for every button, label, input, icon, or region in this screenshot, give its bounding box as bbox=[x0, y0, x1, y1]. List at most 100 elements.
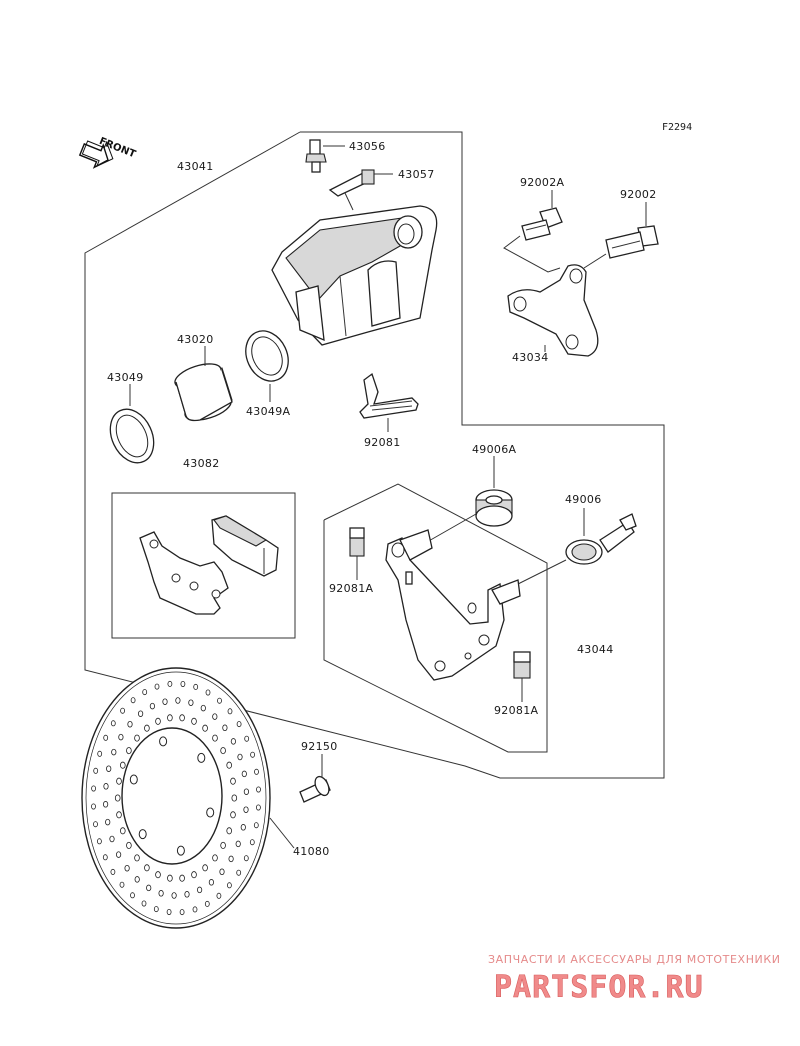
disc-hole bbox=[124, 864, 130, 872]
pad-retainer-92081A-upper bbox=[349, 527, 365, 557]
label-92081: 92081 bbox=[364, 436, 401, 449]
disc-hole bbox=[205, 689, 211, 696]
disc-hole bbox=[97, 750, 103, 757]
disc-hole bbox=[134, 734, 140, 742]
disc-hole bbox=[222, 724, 228, 732]
pad-spring-92081 bbox=[359, 372, 419, 419]
disc-hole bbox=[256, 786, 261, 793]
disc-hole bbox=[237, 753, 243, 761]
disc-hole bbox=[255, 804, 261, 811]
disc-hole bbox=[167, 680, 173, 687]
disc-hole bbox=[111, 748, 117, 756]
disc-hole bbox=[162, 698, 168, 705]
disc-hole bbox=[155, 717, 161, 725]
disc-hole bbox=[220, 747, 226, 755]
disc-hole bbox=[253, 822, 259, 829]
watermark-logo: PARTSFOR.RU bbox=[494, 970, 704, 1005]
disc-hole bbox=[227, 708, 233, 715]
leader-43057b bbox=[344, 192, 354, 211]
pad-spring bbox=[328, 169, 375, 197]
disc-hole bbox=[240, 824, 246, 831]
caliper-body bbox=[271, 205, 438, 346]
disc-hole bbox=[91, 803, 96, 810]
label-92002: 92002 bbox=[620, 188, 657, 201]
disc-hole bbox=[167, 714, 173, 722]
disc-hole bbox=[138, 710, 144, 717]
disc-hole bbox=[103, 783, 109, 790]
disc-hole bbox=[144, 724, 150, 732]
disc-hole bbox=[235, 840, 241, 848]
bolt-to-bracket-line bbox=[503, 235, 561, 273]
disc-hole bbox=[212, 734, 218, 742]
disc-hole bbox=[149, 702, 155, 710]
disc-hole bbox=[106, 765, 112, 772]
pad-group-box bbox=[111, 492, 296, 639]
disc-hole bbox=[230, 777, 236, 785]
disc-hole bbox=[154, 683, 160, 690]
disc-hole bbox=[141, 900, 147, 907]
disc-hole bbox=[126, 841, 132, 849]
disc-hole bbox=[188, 699, 194, 706]
disc-hole bbox=[127, 720, 133, 728]
brake-pad-left bbox=[139, 531, 229, 615]
disc-hole bbox=[126, 747, 132, 755]
bracket-group-outline bbox=[323, 483, 548, 753]
disc-hole bbox=[167, 874, 173, 882]
disc-hole bbox=[243, 788, 249, 795]
disc-hole bbox=[97, 838, 102, 845]
disc-hole bbox=[110, 720, 116, 727]
disc-hole bbox=[144, 864, 150, 872]
caliper-piston bbox=[174, 363, 233, 422]
disc-hole bbox=[220, 841, 226, 849]
disc-hole bbox=[146, 884, 152, 892]
diagram-code: F2294 bbox=[662, 122, 692, 133]
disc-hole bbox=[105, 818, 111, 826]
disc-hole bbox=[180, 681, 186, 688]
disc-hole bbox=[114, 794, 121, 802]
leader-41080 bbox=[269, 817, 295, 849]
disc-hole bbox=[230, 811, 236, 819]
disc-hole bbox=[249, 839, 255, 846]
disc-hole bbox=[171, 892, 177, 899]
disc-hole bbox=[158, 890, 164, 897]
label-43057: 43057 bbox=[398, 168, 435, 181]
label-92150: 92150 bbox=[301, 740, 338, 753]
disc-hole bbox=[155, 871, 161, 879]
disc-hole bbox=[212, 713, 218, 720]
disc-hole bbox=[236, 721, 242, 728]
bleeder-valve bbox=[305, 139, 327, 173]
disc-hole bbox=[226, 827, 233, 835]
disc-hole bbox=[116, 777, 122, 785]
slide-pin-49006 bbox=[565, 513, 637, 565]
disc-hole bbox=[243, 855, 249, 862]
bolt-to-bracket-line2 bbox=[583, 253, 607, 269]
label-41080: 41080 bbox=[293, 845, 330, 858]
disc-hole bbox=[153, 906, 159, 913]
disc-hole bbox=[179, 874, 185, 882]
disc-hole bbox=[134, 876, 140, 883]
bolt-92002A bbox=[521, 207, 563, 241]
disc-bolt-hole bbox=[176, 845, 185, 856]
slide-pin-boot-49006A bbox=[475, 489, 513, 527]
disc-hole bbox=[226, 882, 232, 889]
disc-bolt-hole bbox=[159, 736, 168, 747]
disc-hole bbox=[102, 854, 108, 861]
label-43020: 43020 bbox=[177, 333, 214, 346]
disc-hole bbox=[197, 886, 203, 894]
disc-hole bbox=[216, 892, 222, 899]
disc-hole bbox=[134, 854, 140, 862]
disc-hole bbox=[116, 851, 122, 858]
disc-hole bbox=[91, 785, 96, 792]
disc-hole bbox=[202, 724, 208, 732]
disc-bolt-hole bbox=[138, 829, 147, 840]
label-92002A: 92002A bbox=[520, 176, 564, 189]
disc-hole bbox=[179, 909, 185, 916]
disc-hole bbox=[130, 697, 136, 704]
disc-hole bbox=[200, 704, 206, 712]
caliper-holder-bracket bbox=[507, 264, 599, 357]
disc-hole bbox=[120, 761, 126, 769]
disc-hole bbox=[254, 768, 259, 775]
disc-hole bbox=[119, 881, 125, 888]
disc-hole bbox=[110, 868, 116, 875]
brake-disc bbox=[81, 667, 271, 929]
